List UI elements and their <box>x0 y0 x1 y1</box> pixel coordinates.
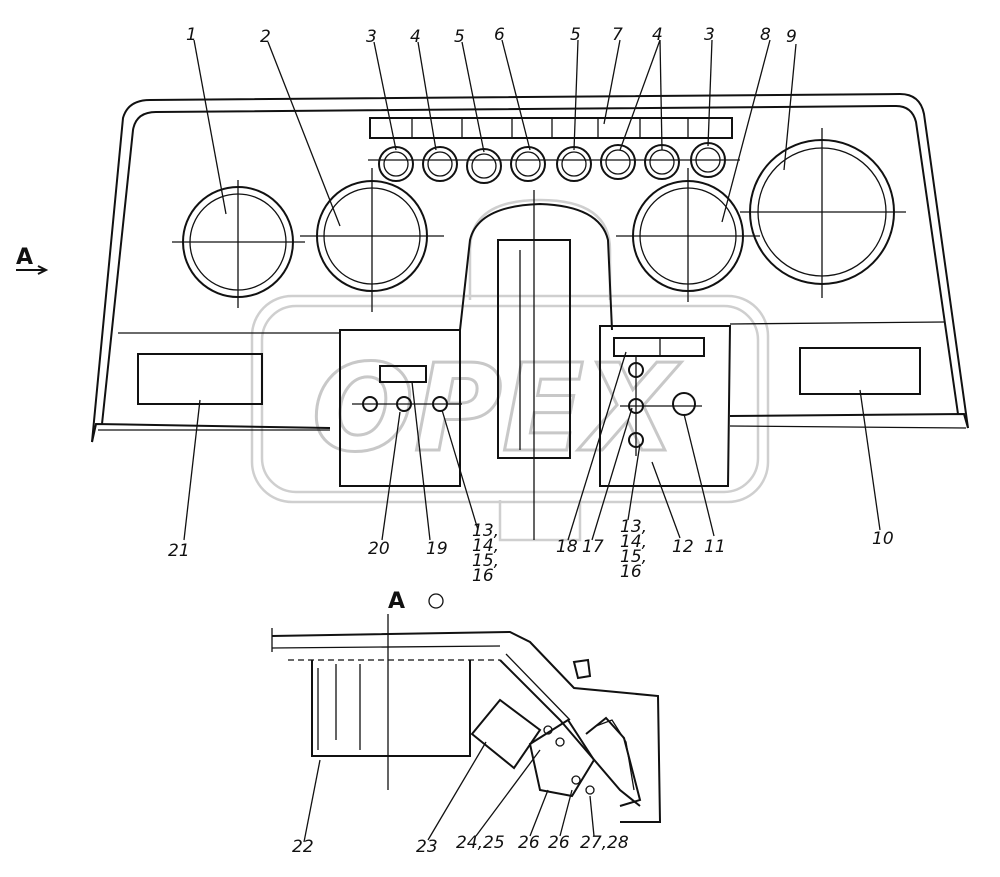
section-a-title: A <box>388 589 444 614</box>
label-5-right: 5 <box>570 25 581 45</box>
label-7: 7 <box>612 25 623 45</box>
part-labels-top: 1 2 3 4 5 6 5 7 4 3 8 9 <box>186 25 797 47</box>
label-8: 8 <box>760 25 771 45</box>
label-17: 17 <box>582 537 604 557</box>
label-4-left: 4 <box>410 27 421 47</box>
label-22: 22 <box>292 837 314 857</box>
label-13-16-left-line: 13, <box>472 521 499 541</box>
gauge-9 <box>740 128 906 298</box>
section-a-label: A <box>388 589 405 614</box>
label-9: 9 <box>786 27 797 47</box>
label-1: 1 <box>186 25 197 45</box>
leader-lines-top <box>193 39 797 227</box>
gauge-1 <box>172 180 305 308</box>
steering-column <box>459 190 613 540</box>
label-18: 18 <box>556 537 578 557</box>
label-13-16-left-line: 14, <box>472 536 499 556</box>
side-panel-left <box>137 353 263 405</box>
section-a-drawing <box>271 614 662 823</box>
label-6: 6 <box>494 25 505 45</box>
gauge-8 <box>616 168 760 302</box>
label-12: 12 <box>672 537 694 557</box>
label-3-left: 3 <box>366 27 377 47</box>
label-20: 20 <box>368 539 390 559</box>
switch-panel-right <box>599 325 732 487</box>
label-4-right: 4 <box>652 25 663 45</box>
label-2: 2 <box>260 27 271 47</box>
dashboard-panel <box>91 92 969 443</box>
label-13-16-right-line: 15, <box>620 547 647 567</box>
label-24-25: 24,25 <box>456 833 505 853</box>
part-labels-bottom: 21 20 19 13,14,15,16 18 17 13,14,15,16 1… <box>168 517 894 586</box>
label-27-28: 27,28 <box>580 833 629 853</box>
watermark-logo: OPEX <box>250 198 770 542</box>
label-26-left: 26 <box>518 833 540 853</box>
label-13-16-right-line: 16 <box>620 562 642 582</box>
label-13-16-right: 13,14,15,16 <box>620 517 647 582</box>
label-10: 10 <box>872 529 894 549</box>
label-13-16-right-line: 13, <box>620 517 647 537</box>
leader-lines-bottom <box>183 351 881 541</box>
label-13-16-left-line: 15, <box>472 551 499 571</box>
side-panel-right <box>799 347 921 395</box>
gauge-2 <box>300 168 444 312</box>
label-13-16-right-line: 14, <box>620 532 647 552</box>
label-13-16-left-line: 16 <box>472 566 494 586</box>
label-3-right: 3 <box>704 25 715 45</box>
label-26-right: 26 <box>548 833 570 853</box>
leader-lines-section <box>303 741 595 843</box>
indicator-lamps <box>368 142 740 184</box>
label-21: 21 <box>168 541 190 561</box>
label-11: 11 <box>704 537 726 557</box>
label-5-left: 5 <box>454 27 465 47</box>
warning-lamp-strip <box>369 117 733 139</box>
label-23: 23 <box>416 837 438 857</box>
view-marker-label: A <box>16 245 33 270</box>
part-labels-section: 22 23 24,25 26 26 27,28 <box>292 833 629 857</box>
label-19: 19 <box>426 539 448 559</box>
label-13-16-left: 13,14,15,16 <box>472 521 499 586</box>
view-marker: A <box>16 245 49 275</box>
switch-panel-left <box>339 329 462 487</box>
